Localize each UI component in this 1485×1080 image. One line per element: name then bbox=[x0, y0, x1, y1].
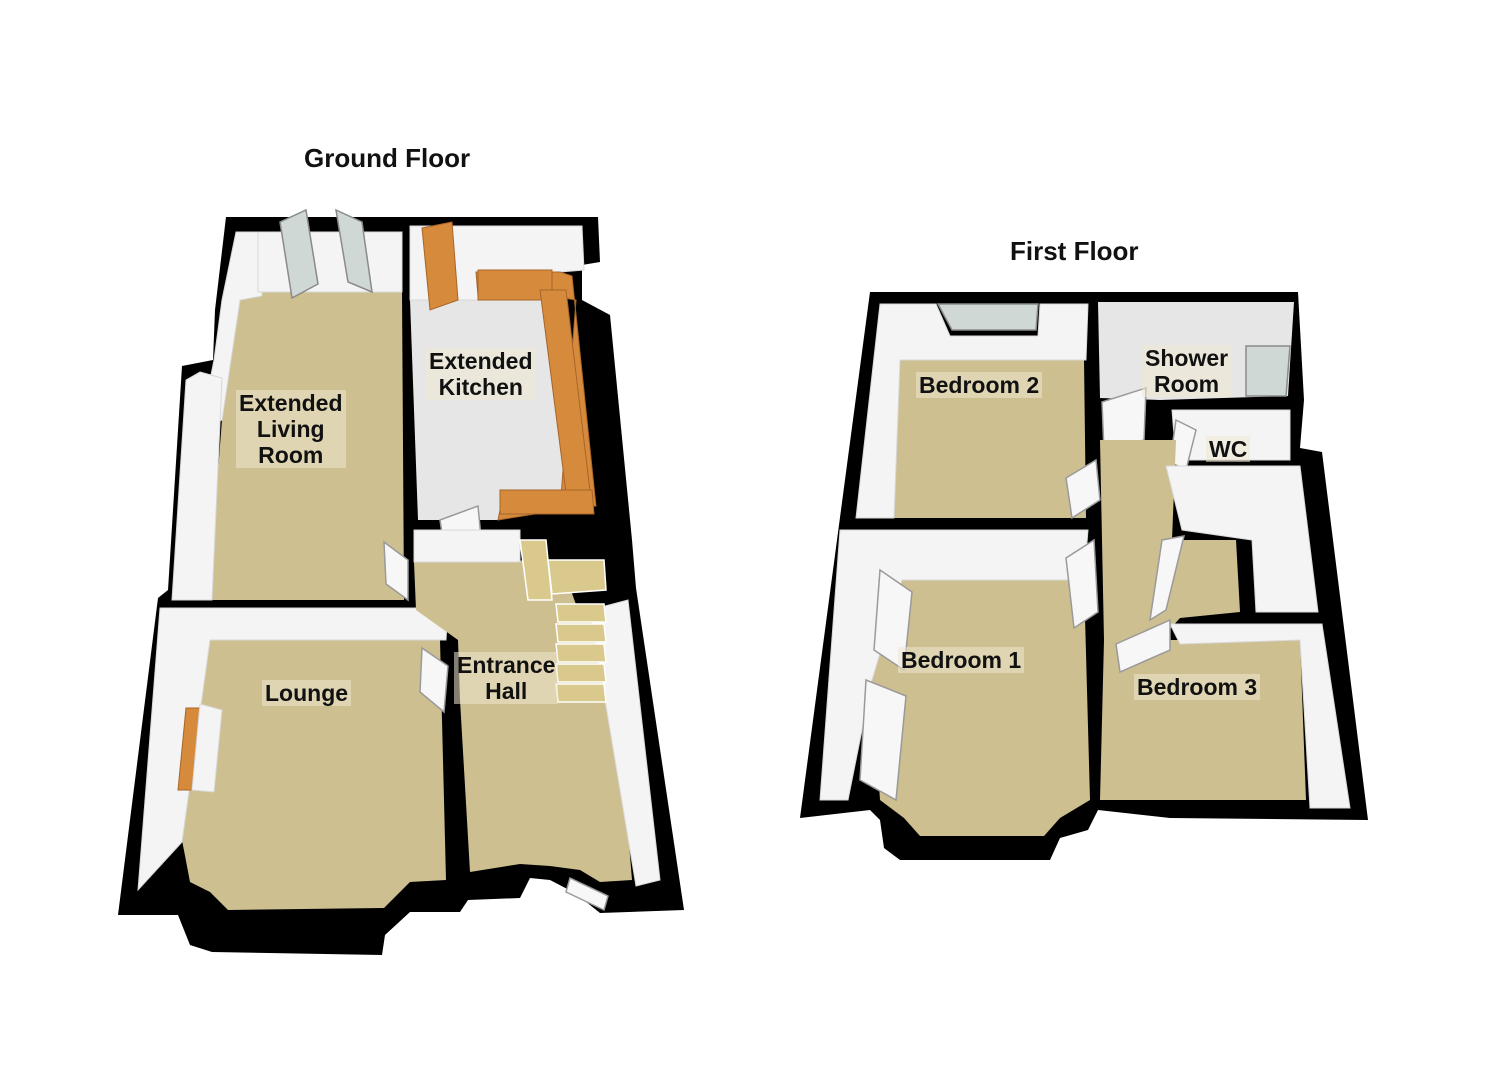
room-label-wc: WC bbox=[1206, 436, 1251, 462]
lounge-door bbox=[419, 646, 449, 714]
bedroom-1-door bbox=[1065, 538, 1099, 630]
lounge-floor bbox=[182, 640, 446, 910]
garden-door-left bbox=[279, 208, 319, 300]
ground-floor-title: Ground Floor bbox=[304, 143, 471, 173]
wardrobe-door-lower bbox=[859, 678, 907, 802]
room-label-extended-living-room: Extended Living Room bbox=[236, 390, 346, 468]
room-label-bedroom-3: Bedroom 3 bbox=[1134, 674, 1261, 700]
room-label-bedroom-1: Bedroom 1 bbox=[898, 647, 1025, 673]
room-label-bedroom-2: Bedroom 2 bbox=[916, 372, 1043, 398]
bedroom-1-floor bbox=[872, 580, 1090, 836]
room-label-lounge: Lounge bbox=[262, 680, 352, 706]
room-label-entrance-hall: Entrance Hall bbox=[454, 652, 559, 704]
first-floor-title: First Floor bbox=[1010, 236, 1139, 266]
kitchen-back-door bbox=[421, 221, 459, 311]
first-floor-plan bbox=[800, 292, 1368, 860]
shower-screen bbox=[1245, 345, 1291, 397]
bedroom-2-window bbox=[936, 303, 1039, 331]
bedroom-2-floor bbox=[894, 360, 1086, 518]
front-door bbox=[565, 876, 609, 912]
living-room-door bbox=[383, 540, 409, 602]
garden-door-right bbox=[335, 208, 373, 294]
bedroom-3-door bbox=[1115, 618, 1171, 674]
room-label-shower-room: Shower Room bbox=[1142, 345, 1232, 397]
landing-cupboard-door bbox=[1149, 535, 1186, 622]
ground-floor-plan bbox=[118, 208, 684, 955]
bedroom-2-door bbox=[1065, 458, 1101, 520]
room-label-extended-kitchen: Extended Kitchen bbox=[426, 348, 536, 400]
